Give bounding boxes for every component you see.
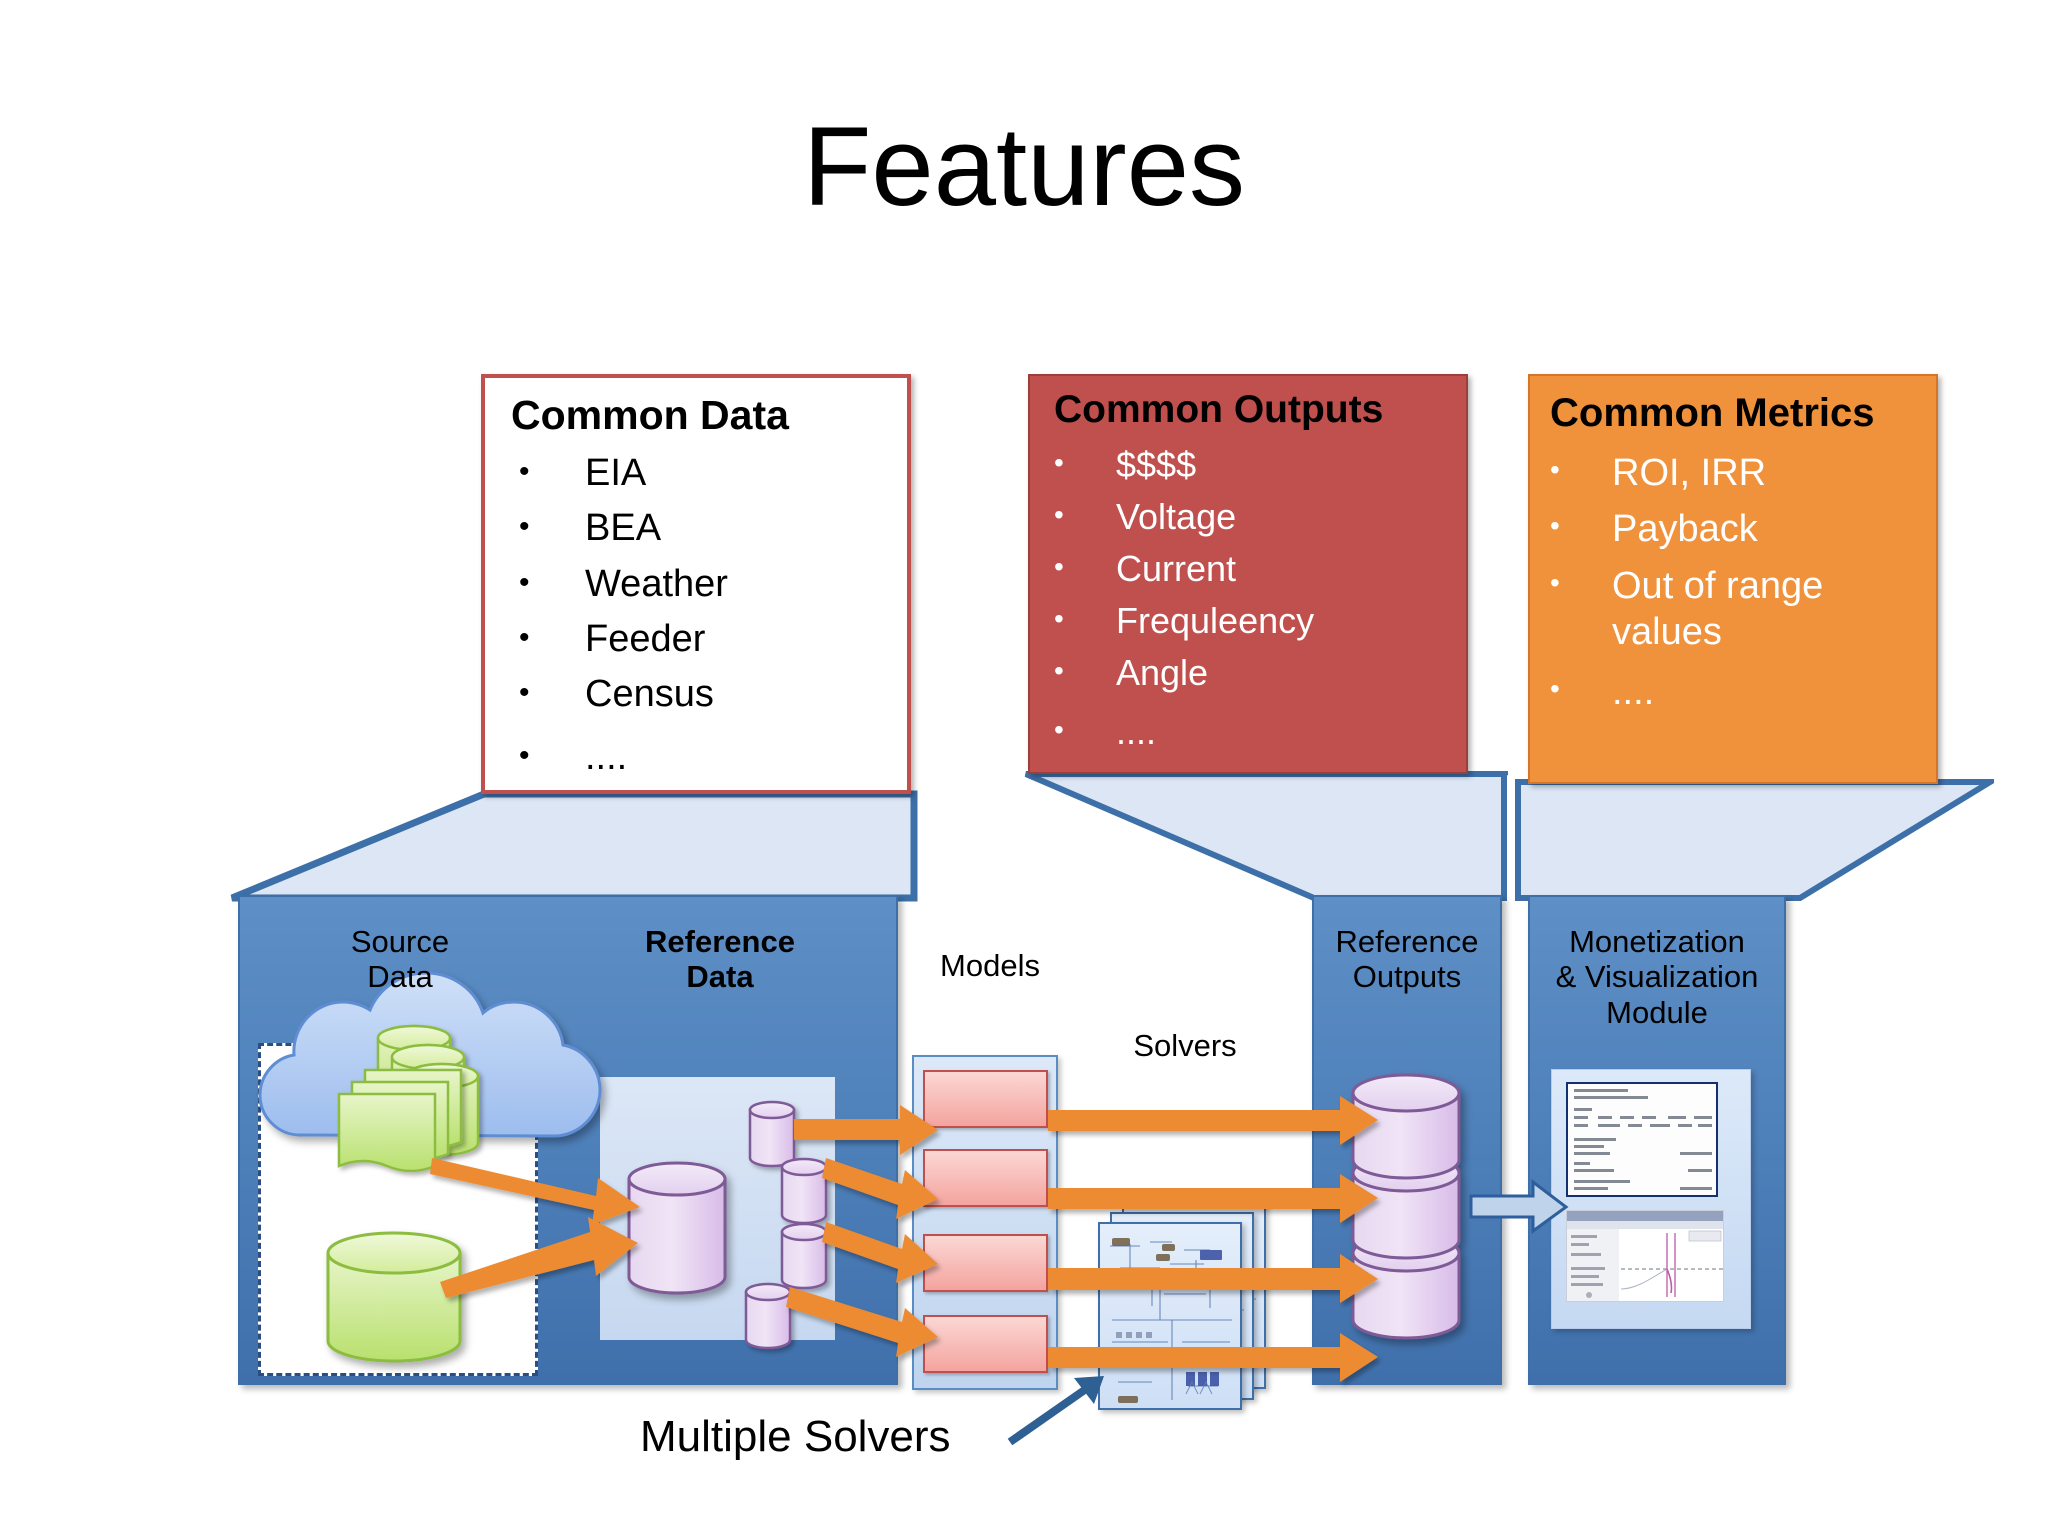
list-item: •....	[1054, 710, 1466, 754]
list-item: • $$$$	[1054, 443, 1466, 487]
list-item-label: ....	[1612, 671, 1655, 714]
label-reference-outputs-line1: Reference	[1335, 924, 1479, 959]
label-monetization-line1: Monetization	[1569, 924, 1745, 959]
bullet-icon: •	[1550, 673, 1560, 705]
callout-common-data-title: Common Data	[511, 392, 789, 438]
list-item: • BEA	[519, 505, 907, 551]
callout-common-outputs-title: Common Outputs	[1054, 388, 1384, 431]
list-item-label: Current	[1116, 547, 1237, 589]
label-reference-outputs: Reference Outputs	[1312, 924, 1502, 995]
label-reference-data: Reference Data	[600, 924, 840, 995]
list-item-label: Angle	[1116, 651, 1209, 693]
label-monetization-line2: & Visualization	[1555, 959, 1759, 995]
page-title: Features	[803, 104, 1245, 229]
list-item-label: $$$$	[1116, 443, 1197, 485]
bullet-icon: •	[1054, 714, 1064, 746]
bullet-icon: •	[1054, 550, 1064, 582]
callout-common-outputs: Common Outputs • $$$$ • Voltage • Current •…	[1028, 374, 1468, 774]
report-thumbnail	[1566, 1082, 1718, 1197]
bullet-icon: •	[519, 455, 530, 489]
list-item: • Census	[519, 671, 907, 717]
list-item-label: Payback	[1612, 508, 1758, 551]
label-reference-outputs-line2: Outputs	[1352, 959, 1462, 995]
bullet-icon: •	[1054, 498, 1064, 530]
list-item-label: ROI, IRR	[1612, 452, 1767, 494]
list-item: • Feeder	[519, 616, 907, 662]
label-reference-data-line2: Data	[686, 959, 754, 995]
bullet-icon: •	[519, 676, 530, 710]
funnel-common-data	[228, 790, 918, 902]
callout-common-metrics: Common Metrics • ROI, IRR • Payback • Out o…	[1528, 374, 1938, 784]
list-item-label: Feeder	[585, 618, 706, 661]
label-monetization-line3: Module	[1606, 994, 1708, 1030]
label-models-text: Models	[940, 948, 1040, 983]
solver-sheet	[1098, 1222, 1242, 1410]
list-item: • Frequleency	[1054, 599, 1466, 643]
model-item	[923, 1234, 1048, 1292]
list-item: •....	[1550, 669, 1936, 715]
list-item: • Current	[1054, 547, 1466, 591]
bullet-icon: •	[1550, 510, 1560, 542]
source-data-container	[258, 1043, 538, 1376]
list-item: • Angle	[1054, 651, 1466, 695]
callout-common-data-list: • EIA • BEA • Weather • Feeder • Census •....	[485, 439, 907, 780]
callout-common-metrics-list: •ROI, IRR •Payback •Out of range values …	[1530, 436, 1936, 716]
label-solvers: Solvers	[1095, 1028, 1275, 1063]
list-item: • Out of range values	[1550, 563, 1862, 656]
bullet-icon: •	[1054, 602, 1064, 634]
list-item-label: ....	[1116, 711, 1157, 753]
bullet-icon: •	[519, 738, 530, 772]
model-item	[923, 1149, 1048, 1207]
label-solvers-text: Solvers	[1133, 1028, 1237, 1063]
funnel-common-outputs	[1022, 770, 1508, 902]
reference-data-container	[600, 1077, 835, 1340]
list-item-label: Out of range values	[1612, 564, 1824, 654]
arrow-multiple-solvers	[1007, 1378, 1099, 1446]
monetization-visual-container	[1551, 1069, 1751, 1329]
label-reference-data-line1: Reference	[645, 924, 795, 959]
funnel-common-metrics	[1508, 778, 1994, 902]
list-item: • Weather	[519, 561, 907, 607]
list-item: • EIA	[519, 450, 907, 496]
list-item: •....	[519, 734, 907, 780]
label-source-data-line2: Data	[367, 959, 433, 995]
bullet-icon: •	[519, 621, 530, 655]
list-item: • Payback	[1550, 506, 1936, 552]
callout-common-metrics-title: Common Metrics	[1550, 391, 1875, 435]
list-item-label: Census	[585, 673, 714, 716]
bullet-icon: •	[1550, 566, 1560, 598]
bullet-icon: •	[1054, 654, 1064, 686]
caption-multiple-solvers: Multiple Solvers	[640, 1412, 951, 1461]
model-item	[923, 1070, 1048, 1128]
list-item: • ROI, IRR	[1550, 450, 1936, 496]
model-item	[923, 1315, 1048, 1373]
list-item-label: EIA	[585, 452, 647, 495]
bullet-icon: •	[519, 510, 530, 544]
bullet-icon: •	[519, 565, 530, 599]
list-item: • Voltage	[1054, 495, 1466, 539]
list-item-label: ....	[585, 735, 628, 778]
models-container	[912, 1055, 1058, 1390]
callout-common-outputs-list: • $$$$ • Voltage • Current • Frequleency • An…	[1030, 433, 1466, 754]
label-source-data-line1: Source	[350, 924, 450, 959]
chart-thumbnail	[1566, 1210, 1724, 1302]
label-source-data: Source Data	[290, 924, 510, 995]
bullet-icon: •	[1054, 446, 1064, 478]
list-item-label: BEA	[585, 507, 662, 550]
list-item-label: Weather	[585, 562, 728, 605]
label-models: Models	[900, 948, 1080, 983]
list-item-label: Voltage	[1116, 495, 1237, 537]
bullet-icon: •	[1550, 454, 1560, 485]
label-monetization: Monetization & Visualization Module	[1528, 924, 1786, 1030]
callout-common-data: Common Data • EIA • BEA • Weather • Feeder •…	[481, 374, 911, 794]
list-item-label: Frequleency	[1116, 599, 1315, 641]
